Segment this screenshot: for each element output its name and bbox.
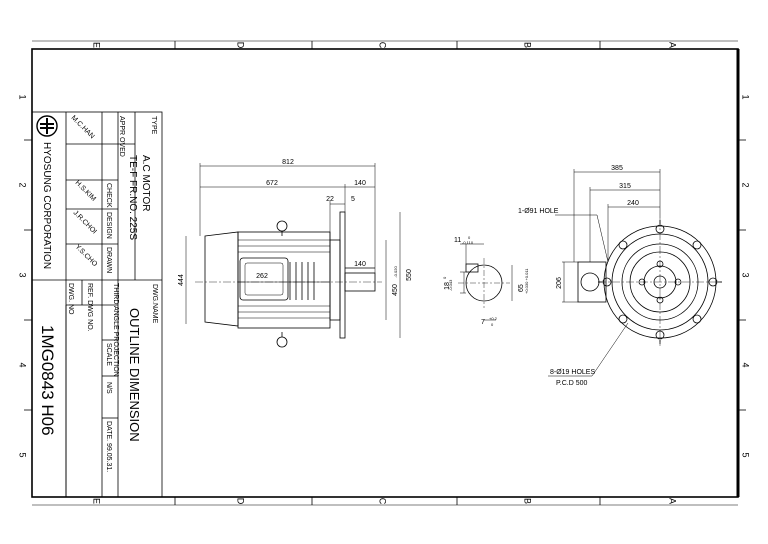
approved-label: APPR OVED	[118, 116, 125, 157]
zone-letters-top: E D C B A	[92, 42, 678, 49]
dim-240: 240	[627, 200, 639, 207]
dim-450: 450	[392, 284, 399, 296]
zone-top-c: C	[378, 42, 388, 49]
side-view-dim-text: 812 672 140 22 5 140 262 444 450 -0.020 …	[178, 159, 413, 296]
zone-bottom-c: C	[378, 498, 388, 505]
zone-left-5: 5	[18, 452, 28, 457]
title-block-text: TYPE A.C MOTOR TE-F FR.NO. 225S APPR OVE…	[36, 114, 158, 472]
dim-5: 5	[351, 196, 355, 203]
zone-left-2: 2	[18, 182, 28, 187]
dwg-name-label: DWG.NAME	[151, 284, 158, 324]
zone-bottom-d: D	[236, 498, 246, 505]
check-name: H.S.KIM	[74, 179, 97, 202]
dim-11-tol0: 0	[468, 235, 471, 240]
zone-bottom-e: E	[92, 498, 102, 504]
check-label: CHECK	[105, 183, 112, 208]
hole-note: 1-Ø91 HOLE	[518, 208, 559, 215]
drawn-name: Y.S.CHO	[74, 243, 99, 268]
dim-450-tol: -0.020	[393, 266, 398, 278]
scale-value: N/S	[105, 382, 112, 394]
zone-top-d: D	[236, 42, 246, 49]
dim-550: 550	[406, 269, 413, 281]
company-name: HYOSUNG CORPORATION	[41, 142, 52, 269]
approved-name: M.C.HAN	[70, 114, 96, 140]
side-view-dimensions	[185, 163, 401, 338]
shaft-end-dim-text: 11 0 -0.110 18 0 -0.043 65 +0.030 +0.011…	[442, 235, 529, 327]
shaft-end-view	[458, 258, 510, 308]
drawn-label: DRAWN	[105, 247, 112, 273]
zone-right-5: 5	[741, 452, 751, 457]
dim-140-top: 140	[354, 180, 366, 187]
zone-top-b: B	[523, 42, 533, 48]
zone-left-4: 4	[18, 362, 28, 367]
design-name: J.R.CHOI	[72, 209, 98, 235]
dim-22: 22	[326, 196, 334, 203]
title-block	[31, 111, 163, 498]
dim-7-tol0: 0	[491, 322, 494, 327]
dim-385: 385	[611, 165, 623, 172]
ref-dwg-label: REF. DWG NO.	[86, 283, 93, 332]
scale-label: SCALE	[105, 343, 112, 366]
zone-left-1: 1	[18, 94, 28, 99]
zone-letters-bottom: E D C B A	[92, 498, 678, 505]
dwg-name: OUTLINE DIMENSION	[127, 308, 142, 442]
flange-end-dims	[548, 169, 661, 377]
type-line1: A.C MOTOR	[140, 155, 151, 211]
dim-65-tol: +0.030 +0.011	[524, 268, 529, 294]
dim-444: 444	[178, 274, 185, 286]
dim-18-tol: -0.043	[448, 279, 453, 291]
dim-11: 11	[454, 237, 461, 244]
dim-315: 315	[619, 183, 631, 190]
dim-206: 206	[556, 277, 563, 289]
flange-end-dim-text: 385 315 240 206 1-Ø91 HOLE 8-Ø19 HOLES P…	[518, 165, 639, 387]
zone-right-3: 3	[741, 272, 751, 277]
bolt-holes-note: 8-Ø19 HOLES	[550, 369, 595, 376]
dim-140-shaft: 140	[354, 261, 366, 268]
dim-18: 18	[444, 282, 451, 290]
dim-812: 812	[282, 159, 294, 166]
zone-right-2: 2	[741, 182, 751, 187]
zone-right-4: 4	[741, 362, 751, 367]
pcd-note: P.C.D 500	[556, 380, 587, 387]
zone-right-1: 1	[741, 94, 751, 99]
type-line2: TE-F FR.NO. 225S	[127, 155, 138, 240]
dim-672: 672	[266, 180, 278, 187]
zone-left-3: 3	[18, 272, 28, 277]
zone-bottom-a: A	[668, 498, 678, 504]
shaft-end-dims	[460, 243, 513, 321]
dim-262: 262	[256, 273, 268, 280]
dwg-no-label: DWG. NO	[67, 283, 74, 315]
zone-bottom-b: B	[523, 498, 533, 504]
zone-numbers-right: 1 2 3 4 5	[741, 94, 751, 457]
dim-7-tol: +0.2	[489, 316, 498, 321]
design-label: DESIGN	[105, 212, 112, 239]
zone-top-a: A	[668, 42, 678, 48]
dim-7: 7	[481, 319, 485, 326]
date-label: DATE. 99.05.31.	[105, 421, 112, 472]
side-view	[195, 211, 382, 348]
company-logo	[36, 115, 58, 137]
dim-65: 65	[518, 284, 525, 292]
dwg-no: 1MG0843 H06	[38, 325, 57, 436]
zone-top-e: E	[92, 42, 102, 48]
flange-end-view	[577, 218, 724, 346]
zone-numbers-left: 1 2 3 4 5	[18, 94, 28, 457]
type-label: TYPE	[150, 116, 157, 135]
projection-label: THIRD ANGLE PROJECTION	[112, 283, 119, 377]
dim-11-tol: -0.110	[462, 240, 474, 245]
dim-18-tol0: 0	[442, 276, 447, 279]
